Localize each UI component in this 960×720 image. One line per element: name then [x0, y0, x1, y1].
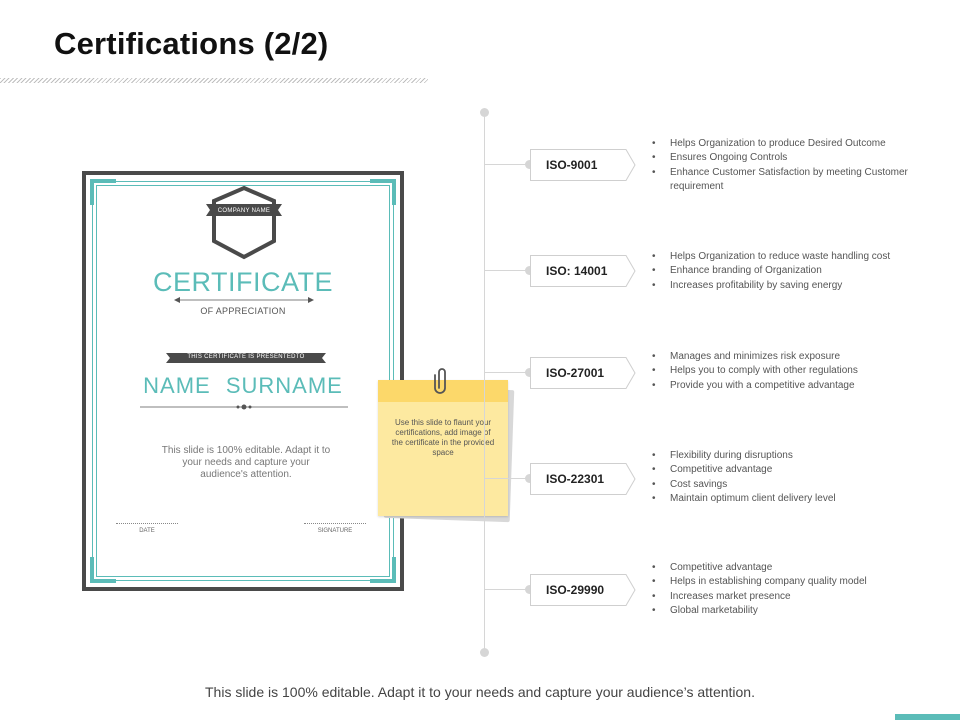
presented-to-label: THIS CERTIFICATE IS PRESENTEDTO: [187, 354, 305, 360]
list-item: Enhance branding of Organization: [650, 264, 920, 279]
timeline-connector: [485, 589, 529, 590]
iso-27001-box: ISO-27001: [530, 357, 636, 389]
corner-ornament: [90, 179, 116, 205]
iso-29990-box: ISO-29990: [530, 574, 636, 606]
arrow-box-icon: [530, 255, 636, 287]
list-item: Helps you to comply with other regulatio…: [650, 364, 920, 379]
list-item: Competitive advantage: [650, 561, 920, 576]
iso-22301-benefits: Flexibility during disruptions Competiti…: [650, 449, 920, 507]
iso-9001-box: ISO-9001: [530, 149, 636, 181]
arrow-box-icon: [530, 357, 636, 389]
list-item: Maintain optimum client delivery level: [650, 492, 920, 507]
arrow-box-icon: [530, 463, 636, 495]
iso-14001-box: ISO: 14001: [530, 255, 636, 287]
accent-bar: [895, 714, 960, 720]
certificate-body-text: This slide is 100% editable. Adapt it to…: [161, 445, 331, 480]
timeline-connector: [485, 372, 529, 373]
list-item: Provide you with a competitive advantage: [650, 379, 920, 394]
certificate-subtitle: OF APPRECIATION: [200, 306, 286, 316]
certificate-title: CERTIFICATE: [152, 267, 333, 297]
list-item: Ensures Ongoing Controls: [650, 151, 920, 166]
sticky-note-text: Use this slide to flaunt your certificat…: [391, 418, 495, 457]
shield-badge-icon: [206, 185, 282, 260]
list-item: Global marketability: [650, 604, 920, 619]
iso-label: ISO-9001: [546, 158, 598, 172]
iso-29990-benefits: Competitive advantage Helps in establish…: [650, 561, 920, 619]
iso-14001-benefits: Helps Organization to reduce waste handl…: [650, 250, 920, 294]
date-line: [116, 523, 178, 524]
list-item: Flexibility during disruptions: [650, 449, 920, 464]
company-name: COMPANY NAME: [217, 208, 271, 214]
page-title: Certifications (2/2): [54, 26, 329, 61]
flourish-divider-icon: [174, 297, 314, 303]
list-item: Helps Organization to reduce waste handl…: [650, 250, 920, 265]
list-item: Helps in establishing company quality mo…: [650, 575, 920, 590]
timeline-dot: [525, 266, 534, 275]
paperclip-icon: [434, 368, 446, 394]
corner-ornament: [90, 557, 116, 583]
iso-label: ISO-27001: [546, 366, 605, 380]
iso-27001-benefits: Manages and minimizes risk exposure Help…: [650, 350, 920, 394]
timeline-dot: [525, 160, 534, 169]
list-item: Helps Organization to produce Desired Ou…: [650, 137, 920, 152]
list-item: Cost savings: [650, 478, 920, 493]
timeline-connector: [485, 164, 529, 165]
date-label: DATE: [139, 528, 155, 534]
list-item: Increases profitability by saving energy: [650, 279, 920, 294]
iso-9001-benefits: Helps Organization to produce Desired Ou…: [650, 137, 920, 195]
ribbon-icon: [166, 353, 326, 363]
iso-label: ISO-29990: [546, 583, 605, 597]
timeline-connector: [485, 270, 529, 271]
footer-note: This slide is 100% editable. Adapt it to…: [205, 684, 755, 700]
list-item: Manages and minimizes risk exposure: [650, 350, 920, 365]
iso-22301-box: ISO-22301: [530, 463, 636, 495]
certificate-image: COMPANY NAME CERTIFICATE OF APPRECIATION…: [82, 171, 404, 591]
arrow-box-icon: [530, 574, 636, 606]
timeline-dot: [525, 368, 534, 377]
iso-label: ISO-22301: [546, 472, 605, 486]
list-item: Enhance Customer Satisfaction by meeting…: [650, 166, 920, 195]
timeline-dot: [525, 474, 534, 483]
arrow-box-icon: [530, 149, 636, 181]
list-item: Increases market presence: [650, 590, 920, 605]
sticky-note-band: [378, 380, 508, 402]
signature-line: [304, 523, 366, 524]
timeline-dot: [480, 648, 489, 657]
signature-label: SIGNATURE: [317, 528, 353, 534]
iso-label: ISO: 14001: [546, 264, 608, 278]
corner-ornament: [370, 557, 396, 583]
list-item: Competitive advantage: [650, 463, 920, 478]
name-underline-icon: [140, 404, 348, 410]
sticky-note: Use this slide to flaunt your certificat…: [378, 380, 508, 516]
timeline-line: [484, 113, 485, 653]
timeline-dot: [480, 108, 489, 117]
corner-ornament: [370, 179, 396, 205]
recipient-name: NAME SURNAME: [143, 373, 343, 398]
title-divider: [0, 78, 428, 83]
timeline-dot: [525, 585, 534, 594]
timeline-connector: [485, 478, 529, 479]
